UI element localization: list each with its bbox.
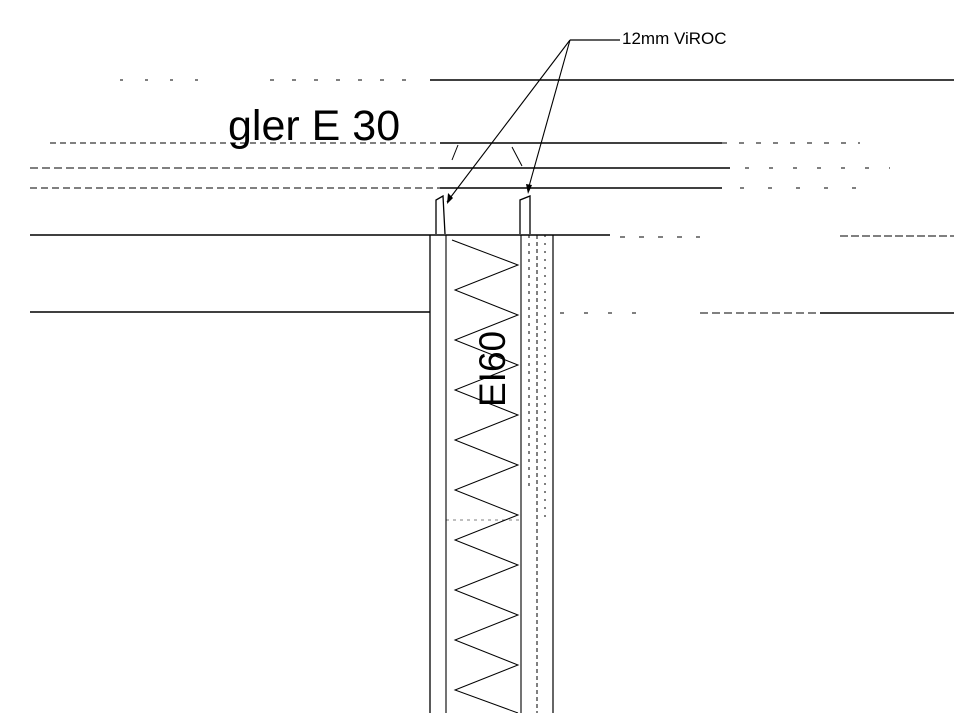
arrow-head-right bbox=[526, 184, 532, 194]
arrow-head-left bbox=[447, 193, 453, 204]
glass-pane bbox=[30, 142, 890, 189]
glass-label: gler E 30 bbox=[228, 102, 400, 150]
board-callout-label: 12mm ViROC bbox=[622, 29, 727, 48]
viroc-board-right bbox=[519, 195, 531, 234]
wall-rating-label: EI60 bbox=[472, 331, 513, 407]
viroc-leader-lines bbox=[446, 39, 620, 204]
viroc-board-left bbox=[435, 194, 446, 235]
insulation-zigzag bbox=[451, 239, 520, 713]
wall-outline bbox=[429, 235, 554, 713]
ceiling-lines bbox=[30, 234, 954, 314]
